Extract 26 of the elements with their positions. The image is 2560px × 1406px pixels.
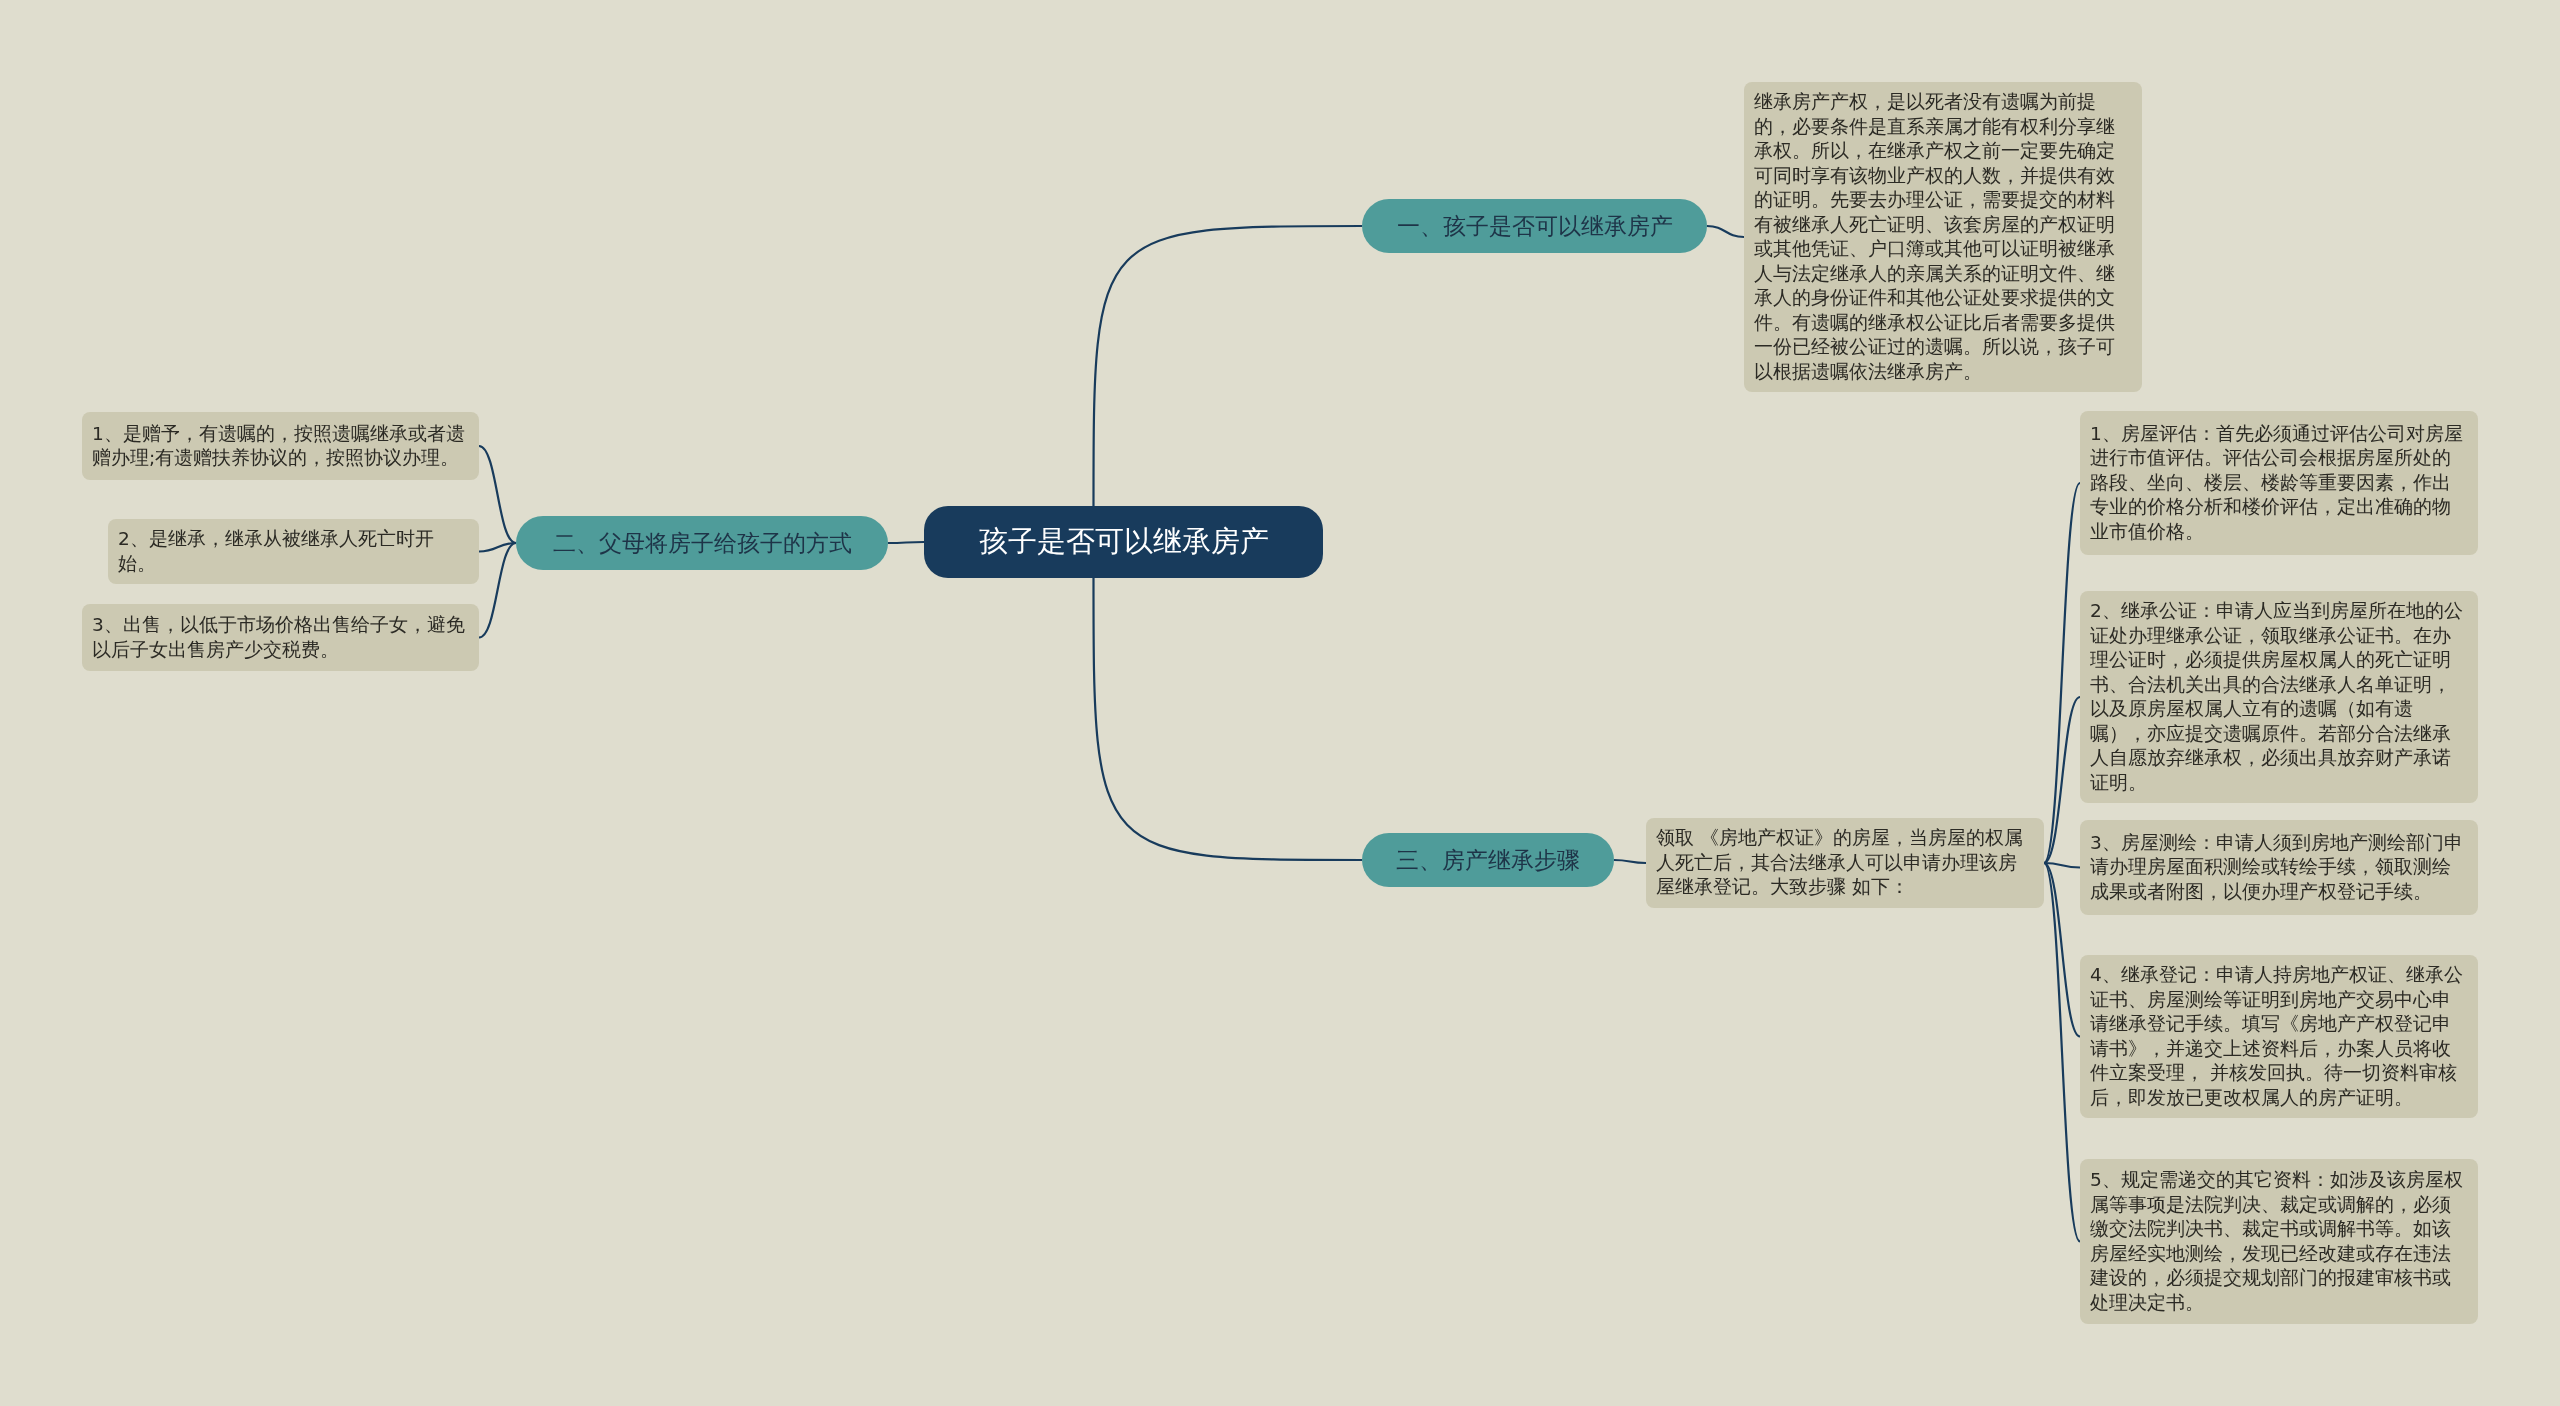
note-box: 2、是继承，继承从被继承人死亡时开始。: [108, 519, 479, 584]
connector-line: [2043, 862, 2081, 1038]
connector-line: [1092, 224, 1362, 506]
note-box: 3、出售，以低于市场价格出售给子女，避免以后子女出售房产少交税费。: [82, 604, 479, 671]
central-topic: 孩子是否可以继承房产: [924, 506, 1323, 578]
connector-line: [2043, 861, 2081, 869]
connector-line: [1706, 224, 1745, 239]
connector-line: [2043, 696, 2081, 864]
note-box: 3、房屋测绘：申请人须到房地产测绘部门申请办理房屋面积测绘或转绘手续，领取测绘成果或者附图，以便办理产权登记手续。: [2080, 820, 2478, 915]
note-box: 1、房屋评估：首先必须通过评估公司对房屋进行市值评估。评估公司会根据房屋所处的路段、坐向、楼层、楼龄等重要因素，作出专业的价格分析和楼价评估，定出准确的物业市值价格。: [2080, 411, 2478, 555]
note-box: 2、继承公证：申请人应当到房屋所在地的公证处办理继承公证，领取继承公证书。在办理公证时，必须提供房屋权属人的死亡证明书、合法机关出具的合法继承人名单证明，以及原房屋权属人立有的遗嘱（如有遗嘱），亦应提交遗嘱原件。若部分合法继承人自愿放弃继承权，必须出具放弃财产承诺证明。: [2080, 591, 2478, 803]
note-box: 4、继承登记：申请人持房地产权证、继承公证书、房屋测绘等证明到房地产交易中心申请继承登记手续。填写《房地产产权登记申请书》，并递交上述资料后，办案人员将收件立案受理， 并核发回执。待一切资料审核后，即发放已更改权属人的房产证明。: [2080, 955, 2478, 1118]
note-box: 1、是赠予，有遗嘱的，按照遗嘱继承或者遗赠办理;有遗赠扶养协议的，按照协议办理。: [82, 412, 479, 480]
branch-topic: 二、父母将房子给孩子的方式: [516, 516, 888, 570]
connector-line: [478, 445, 517, 544]
branch-topic: 一、孩子是否可以继承房产: [1362, 199, 1707, 253]
connector-line: [2043, 862, 2081, 1243]
connector-line: [478, 542, 517, 639]
connector-line: [1614, 858, 1646, 865]
connector-line: [2043, 482, 2081, 864]
connector-line: [888, 540, 924, 545]
connector-line: [1092, 578, 1362, 862]
note-box: 领取 《房地产权证》的房屋，当房屋的权属人死亡后，其合法继承人可以申请办理该房屋继承登记。大致步骤 如下：: [1646, 818, 2044, 908]
note-box: 继承房产产权，是以死者没有遗嘱为前提的，必要条件是直系亲属才能有权利分享继承权。所以，在继承产权之前一定要先确定可同时享有该物业产权的人数，并提供有效的证明。先要去办理公证，需要提交的材料有被继承人死亡证明、该套房屋的产权证明或其他凭证、户口簿或其他可以证明被继承人与法定继承人的亲属关系的证明文件、继承人的身份证件和其他公证处要求提供的文件。有遗嘱的继承权公证比后者需要多提供一份已经被公证过的遗嘱。所以说，孩子可以根据遗嘱依法继承房产。: [1744, 82, 2142, 392]
note-box: 5、规定需递交的其它资料：如涉及该房屋权属等事项是法院判决、裁定或调解的，必须缴交法院判决书、裁定书或调解书等。如该房屋经实地测绘，发现已经改建或存在违法建设的，必须提交规划部门的报建审核书或处理决定书。: [2080, 1159, 2478, 1324]
branch-topic: 三、房产继承步骤: [1362, 833, 1614, 887]
